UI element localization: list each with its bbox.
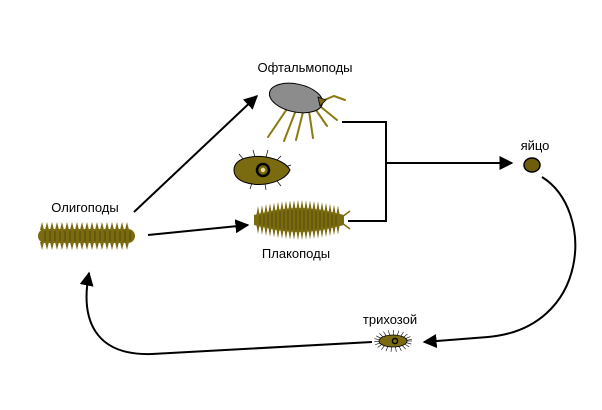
arrow-egg-to-trichozoid bbox=[422, 176, 577, 348]
egg-icon bbox=[523, 157, 541, 173]
eyed-larva-icon bbox=[233, 149, 292, 191]
label-egg: яйцо bbox=[521, 138, 550, 153]
arrow-oligopods-to-ophthalmopods bbox=[133, 95, 259, 213]
connectors bbox=[79, 95, 577, 356]
mite-icon bbox=[267, 82, 346, 142]
spiny-larva-icon bbox=[254, 200, 351, 240]
label-oligopods: Олигоподы bbox=[51, 200, 118, 215]
hairy-larva-icon bbox=[374, 329, 412, 352]
arrow-trichozoid-to-oligopods bbox=[79, 271, 373, 356]
arrow-oligopods-to-placopods bbox=[147, 219, 250, 236]
segmented-larva-icon bbox=[38, 222, 135, 250]
label-placopods: Плакоподы bbox=[262, 246, 330, 261]
bracket-to-egg bbox=[342, 121, 387, 222]
label-trichozoid: трихозой bbox=[363, 312, 417, 327]
label-ophthalmopods: Офтальмоподы bbox=[258, 60, 353, 75]
